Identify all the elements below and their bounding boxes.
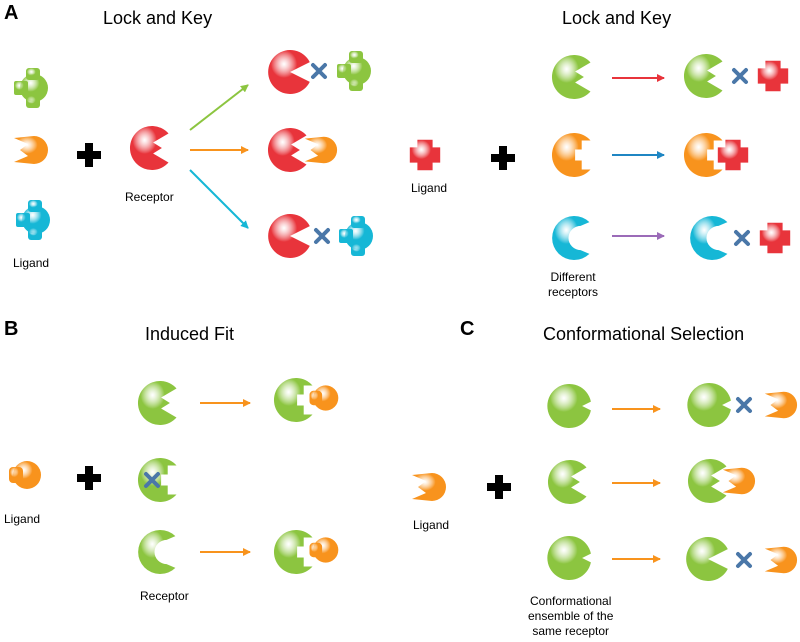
- receptor-label-b: Receptor: [140, 589, 189, 603]
- panel-b-letter: B: [4, 318, 19, 340]
- receptor-green-c-4: [687, 383, 731, 428]
- panel-c-title: Conformational Selection: [543, 324, 745, 344]
- receptor-green-a-right: [551, 54, 591, 100]
- receptor-orange-a-right-2: [683, 133, 723, 177]
- ligand-orange-c-4: [764, 391, 798, 419]
- plus-sign-c: [487, 475, 511, 499]
- ligand-red-a-right: [409, 139, 441, 171]
- cross-a-3: [314, 228, 330, 244]
- ligand-label-c: Ligand: [413, 518, 450, 532]
- receptor-green-c-3: [547, 535, 591, 580]
- receptor-orange-a-right: [551, 133, 591, 177]
- receptor-green-b-2: [137, 458, 177, 502]
- receptor-cyan-a-right-2: [690, 215, 728, 260]
- panel-b-title: Induced Fit: [145, 324, 235, 344]
- receptor-red-a-2: [267, 128, 307, 172]
- ligand-orange-c: [412, 473, 446, 501]
- cross-a-1: [311, 63, 327, 79]
- receptor-green-c-2: [547, 460, 587, 504]
- plus-sign-a-right: [491, 146, 515, 170]
- ligand-orange-c-6: [764, 546, 798, 574]
- receptor-green-c-5: [687, 458, 727, 503]
- panel-a-letter: A: [4, 2, 19, 24]
- ligand-red-a-right-2: [717, 139, 749, 171]
- panel-a-left-title: Lock and Key: [103, 8, 213, 28]
- ligand-cyan-a-3: [339, 216, 373, 256]
- ligand-orange-b-5: [309, 537, 339, 563]
- receptor-green-b-1: [137, 381, 177, 426]
- receptor-green-b-5: [273, 529, 313, 574]
- receptor-green-c-1: [547, 383, 591, 428]
- cross-c-1: [736, 397, 752, 413]
- ligand-label-a-right: Ligand: [411, 181, 448, 195]
- cross-a-right-1: [732, 68, 748, 84]
- plus-sign-a-left: [77, 143, 101, 167]
- receptor-cyan-a-right: [552, 215, 590, 260]
- panel-a-right-title: Lock and Key: [562, 8, 672, 28]
- receptor-red-a-3: [268, 213, 310, 258]
- receptor-red-a-1: [268, 50, 310, 94]
- ligand-orange-c-5: [722, 467, 756, 495]
- receptor-green-a-right-2: [683, 53, 723, 99]
- arrow-green-a: [189, 84, 249, 131]
- panel-c-letter: C: [460, 318, 475, 340]
- receptor-red-a: [129, 126, 169, 170]
- cross-a-right-3: [734, 230, 750, 246]
- ligand-orange-a: [14, 136, 48, 164]
- receptor-label-a: Receptor: [125, 190, 174, 204]
- ligand-label-a-left: Ligand: [13, 256, 50, 270]
- ligand-red-a-right-1: [757, 60, 789, 92]
- ligand-red-a-right-3: [759, 222, 791, 254]
- ligand-green-a: [14, 68, 48, 108]
- cross-b: [144, 472, 160, 488]
- receptor-green-c-6: [686, 537, 728, 581]
- arrow-cyan-a: [189, 169, 249, 229]
- plus-sign-b: [77, 466, 101, 490]
- ligand-orange-b-4: [309, 385, 339, 411]
- ligand-green-a-1: [337, 51, 371, 91]
- receptor-green-b-4: [273, 378, 313, 423]
- conformational-ensemble-label: Conformational ensemble of the same rece…: [528, 594, 614, 638]
- ligand-orange-a-2: [304, 136, 338, 164]
- ligand-label-b: Ligand: [4, 512, 41, 526]
- different-receptors-label: Different receptors: [548, 270, 599, 299]
- ligand-orange-b: [9, 461, 41, 489]
- cross-c-3: [736, 552, 752, 568]
- receptor-green-b-3: [138, 530, 176, 574]
- ligand-cyan-a: [16, 200, 50, 240]
